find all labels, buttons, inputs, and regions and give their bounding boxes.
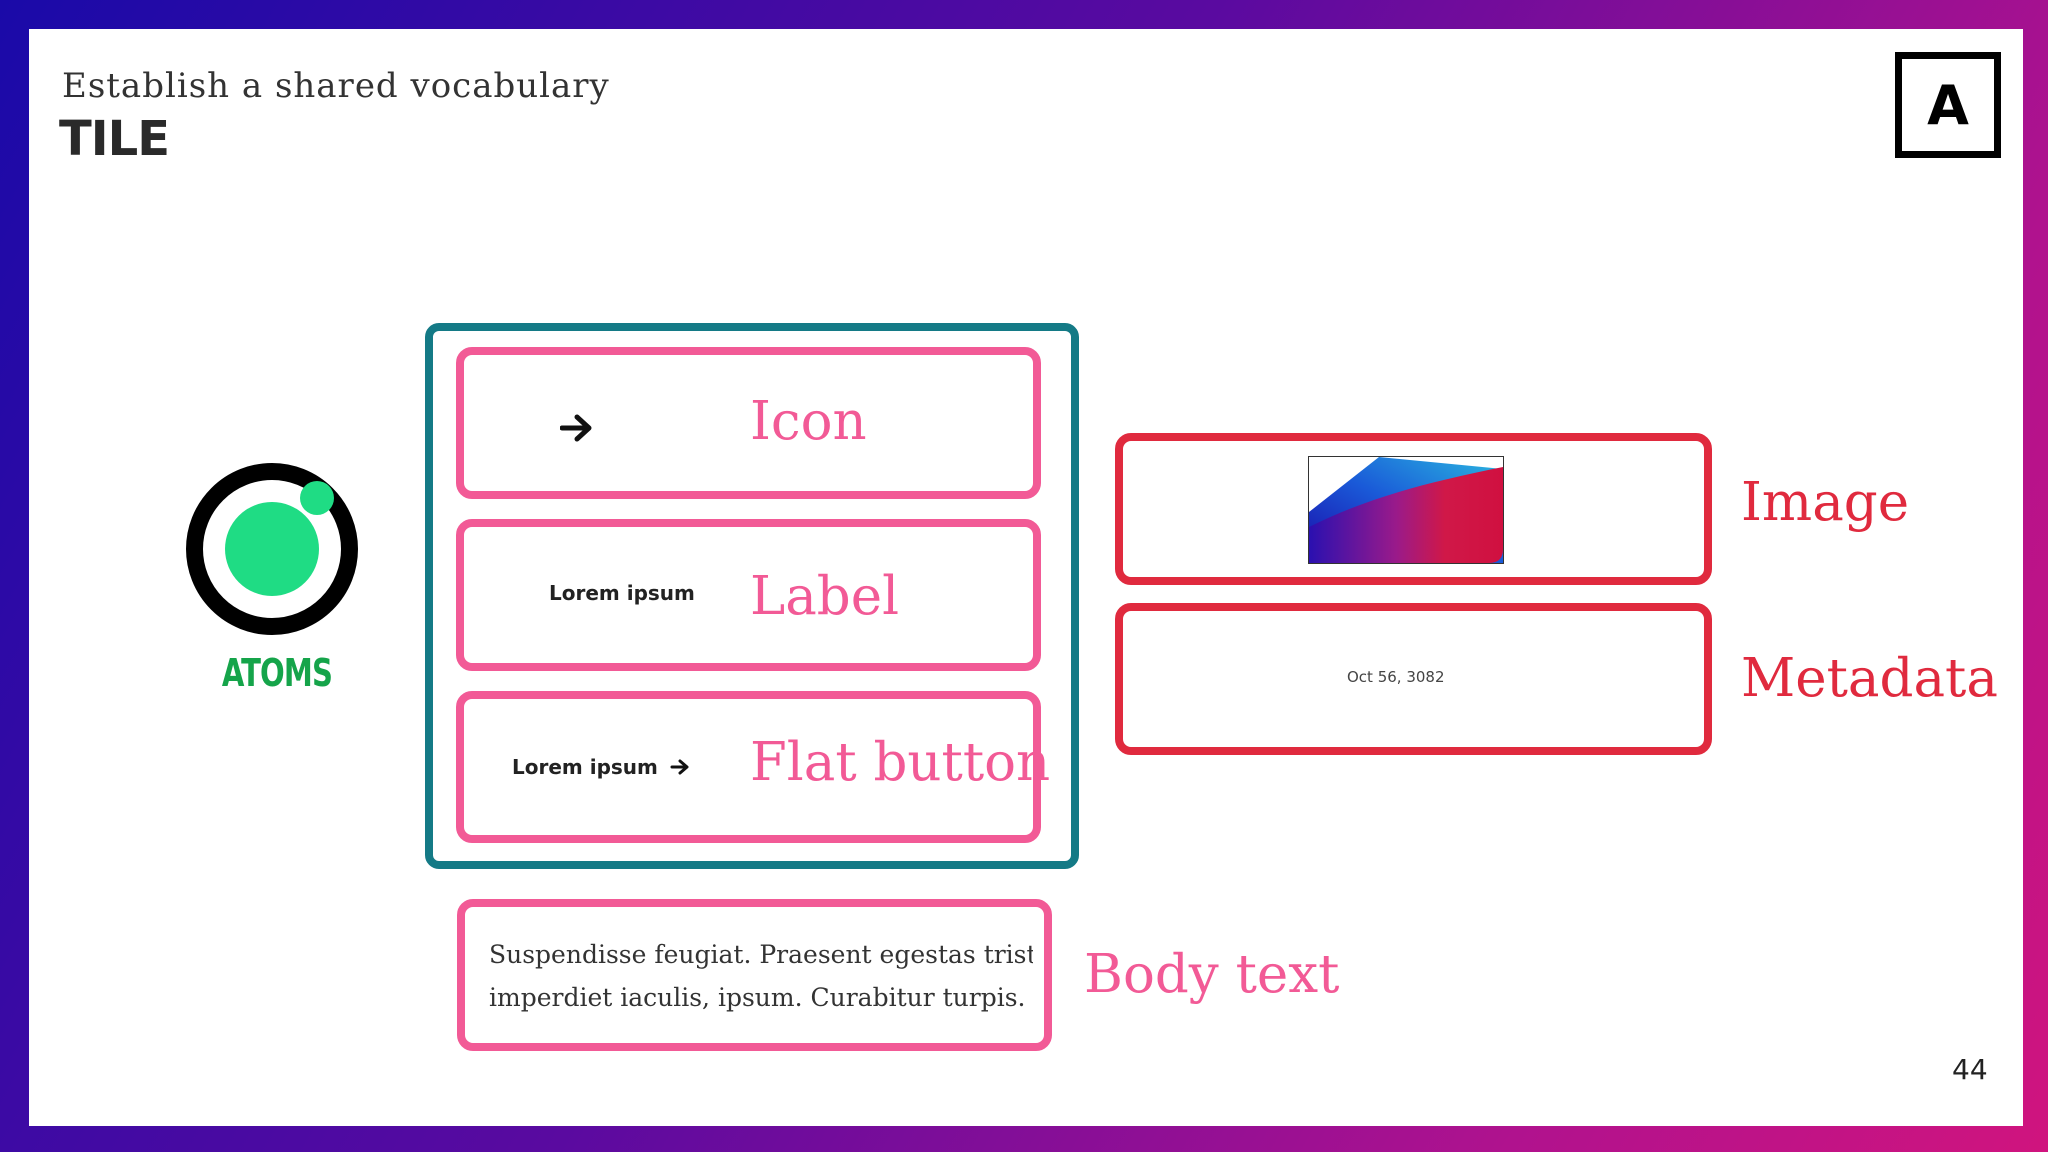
body-text-sample: Suspendisse feugiat. Praesent egestas tr…: [489, 933, 1033, 1019]
arrow-right-icon: [560, 413, 594, 443]
atoms-label: ATOMS: [221, 651, 333, 695]
body-text-example-box: [457, 899, 1052, 1051]
atom-core: [225, 502, 319, 596]
body-text-annotation: Body text: [1084, 944, 1340, 1005]
image-example-box: [1115, 433, 1712, 585]
slide-subtitle: Establish a shared vocabulary: [62, 66, 610, 106]
flat-button-annotation: Flat button: [750, 732, 1051, 793]
metadata-sample-text: Oct 56, 3082: [1347, 668, 1445, 686]
body-text-line: Suspendisse feugiat. Praesent egestas tr…: [489, 940, 1033, 969]
gradient-image-thumbnail: [1308, 456, 1504, 564]
atom-orbit-dot: [300, 481, 334, 515]
arrow-right-icon: [670, 758, 690, 776]
body-text-line: imperdiet iaculis, ipsum. Curabitur turp…: [489, 983, 1026, 1012]
metadata-annotation: Metadata: [1741, 648, 1998, 709]
label-example-box: [456, 519, 1041, 671]
flat-button-sample-text: Lorem ipsum: [512, 755, 658, 779]
slide: Establish a shared vocabulary TILE A ATO…: [29, 29, 2023, 1126]
label-sample-text: Lorem ipsum: [549, 581, 695, 605]
icon-annotation: Icon: [750, 391, 867, 452]
metadata-example-box: [1115, 603, 1712, 755]
flat-button-example-box: [456, 691, 1041, 843]
slide-title: TILE: [59, 111, 170, 167]
label-annotation: Label: [750, 566, 900, 627]
page-number: 44: [1952, 1053, 1988, 1086]
icon-example-box: [456, 347, 1041, 499]
image-annotation: Image: [1741, 472, 1910, 533]
brand-logo: A: [1895, 52, 2001, 158]
atom-group-box: [425, 323, 1079, 869]
logo-letter: A: [1927, 73, 1969, 137]
